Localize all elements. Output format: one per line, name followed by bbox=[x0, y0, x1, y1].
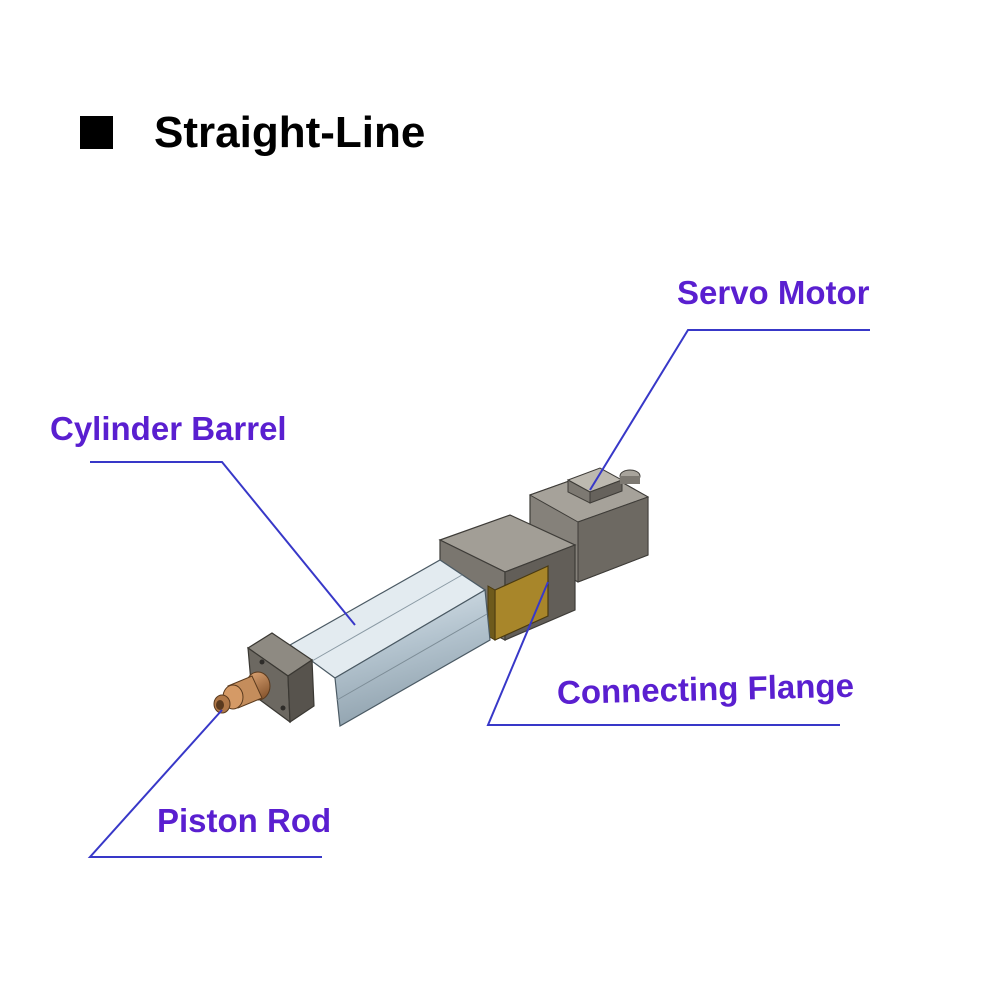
cylinder-barrel bbox=[288, 559, 491, 727]
connecting-flange bbox=[487, 565, 549, 641]
label-connecting-flange: Connecting Flange bbox=[556, 666, 855, 711]
servo-motor-leader-line bbox=[589, 329, 870, 491]
connecting-flange-leader-line bbox=[486, 581, 840, 726]
label-piston-rod: Piston Rod bbox=[157, 802, 332, 839]
title-bullet-square bbox=[80, 116, 113, 149]
label-servo-motor: Servo Motor bbox=[677, 274, 870, 311]
piston-rod-leader-line bbox=[87, 709, 322, 858]
cylinder-barrel-leader-line bbox=[90, 461, 356, 626]
leader-lines bbox=[87, 329, 870, 858]
label-cylinder-barrel: Cylinder Barrel bbox=[50, 410, 287, 447]
piston-rod bbox=[213, 671, 271, 714]
diagram-title: Straight-Line bbox=[154, 108, 426, 157]
